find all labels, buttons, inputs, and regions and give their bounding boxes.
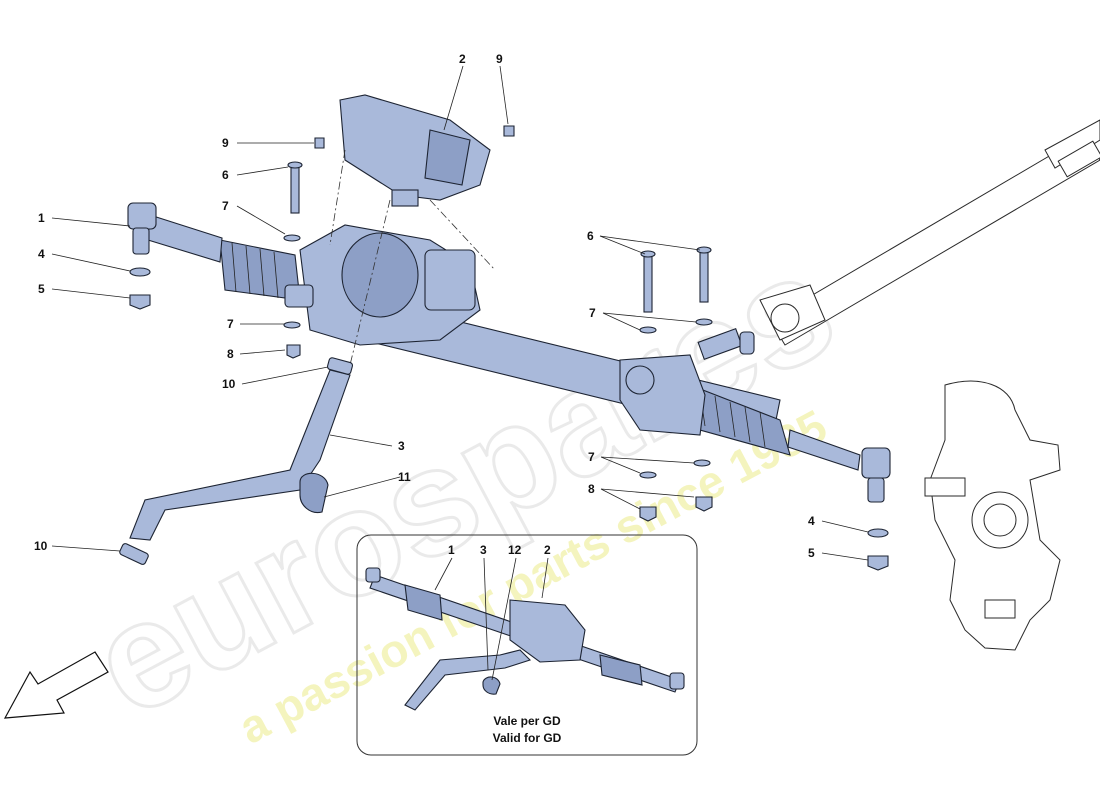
callout-10-upper: 10 <box>222 377 236 391</box>
callout-3-hose: 3 <box>398 439 405 453</box>
callout-labels: 1 2 3 4 4 5 5 6 6 7 7 7 7 8 8 9 9 10 10 … <box>34 52 815 560</box>
callout-2-top: 2 <box>459 52 466 66</box>
coupling-upper <box>326 357 354 375</box>
callout-8-left: 8 <box>227 347 234 361</box>
callout-9-left: 9 <box>222 136 229 150</box>
callout-4-left: 4 <box>38 247 45 261</box>
steering-knuckle <box>924 380 1061 651</box>
callout-7-left-upper: 7 <box>222 199 229 213</box>
callout-5-left: 5 <box>38 282 45 296</box>
steering-rack-assembly <box>127 202 891 503</box>
inset-callout-2: 2 <box>544 543 551 557</box>
inset-callout-1: 1 <box>448 543 455 557</box>
inset-variant-gd: 1 3 12 2 Vale per GD Valid for GD <box>356 534 698 756</box>
inset-callout-3: 3 <box>480 543 487 557</box>
hardware <box>129 125 889 571</box>
callout-8-right: 8 <box>588 482 595 496</box>
inset-callout-12: 12 <box>508 543 522 557</box>
callout-10-lower: 10 <box>34 539 48 553</box>
leader-lines <box>51 65 869 561</box>
hose-clip <box>299 472 329 514</box>
callout-7-right-lower: 7 <box>588 450 595 464</box>
callout-6-right: 6 <box>587 229 594 243</box>
callout-11-clip: 11 <box>398 470 411 484</box>
inset-caption-it: Vale per GD <box>493 714 561 728</box>
callout-6-left: 6 <box>222 168 229 182</box>
callout-1-left: 1 <box>38 211 45 225</box>
callout-9-top: 9 <box>496 52 503 66</box>
coupling-lower <box>119 543 149 565</box>
callout-7-right-upper: 7 <box>589 306 596 320</box>
inset-caption-en: Valid for GD <box>493 731 562 745</box>
callout-7-left-lower: 7 <box>227 317 234 331</box>
front-direction-arrow-icon <box>3 651 109 719</box>
steering-column-shaft <box>759 119 1100 346</box>
callout-4-right: 4 <box>808 514 815 528</box>
ecu-module <box>339 94 491 207</box>
hose <box>129 369 351 541</box>
callout-5-right: 5 <box>808 546 815 560</box>
